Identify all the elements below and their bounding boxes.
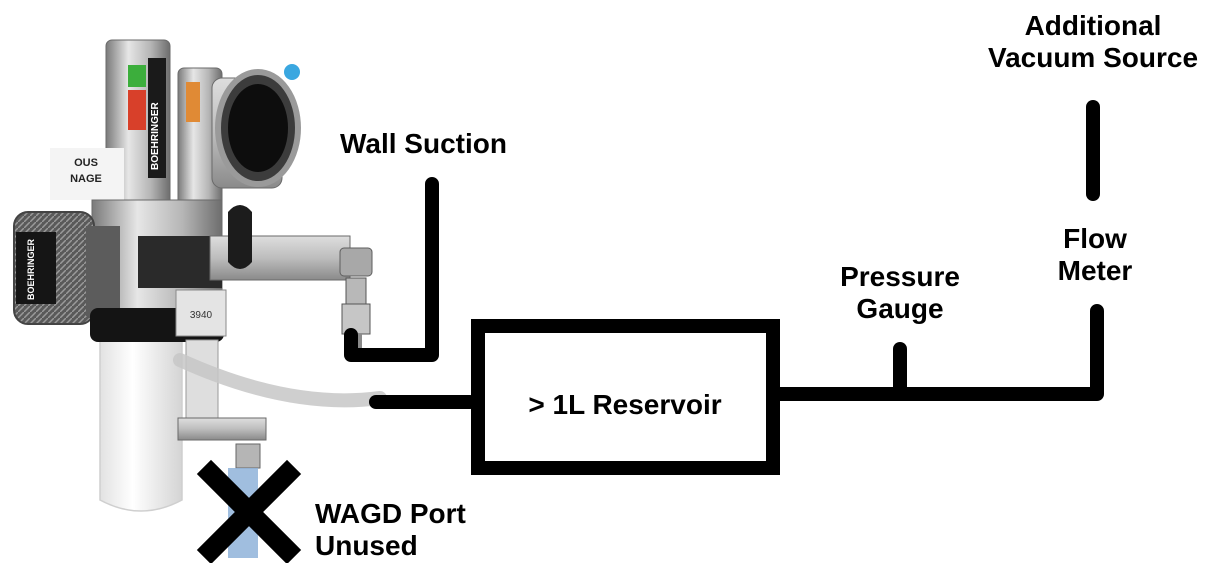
flow-meter-label: Flow Meter bbox=[1030, 223, 1160, 287]
pressure-gauge-label: Pressure Gauge bbox=[820, 261, 980, 325]
brand-label-2: BOEHRINGER bbox=[26, 238, 36, 300]
unused-x-mark-icon bbox=[196, 459, 302, 563]
wall-suction-text: Wall Suction bbox=[340, 128, 507, 159]
additional-vacuum-text-2: Vacuum Source bbox=[987, 42, 1199, 73]
brand-plate bbox=[148, 58, 166, 178]
side-panel: OUS NAGE bbox=[50, 148, 124, 200]
model-number: 3940 bbox=[190, 310, 213, 321]
panel-text-2: NAGE bbox=[70, 173, 102, 185]
reservoir-outlet-line bbox=[771, 304, 1104, 401]
additional-vacuum-label: Additional Vacuum Source bbox=[968, 10, 1218, 74]
brand-label-1: BOEHRINGER bbox=[150, 101, 161, 170]
canister-collar: 3940 bbox=[90, 289, 227, 342]
wall-suction-label: Wall Suction bbox=[340, 128, 507, 160]
wall-suction-line bbox=[344, 177, 439, 362]
additional-vacuum-text-1: Additional bbox=[1024, 10, 1162, 41]
top-round-port bbox=[211, 64, 301, 189]
wagd-text-2: Unused bbox=[315, 530, 418, 561]
wagd-text-1: WAGD Port bbox=[315, 498, 466, 529]
red-indicator bbox=[128, 90, 146, 130]
reservoir-text: > 1L Reservoir bbox=[528, 389, 722, 420]
blue-cap bbox=[284, 64, 300, 80]
reservoir-label: > 1L Reservoir bbox=[500, 389, 750, 421]
pressure-gauge-text-1: Pressure bbox=[840, 261, 960, 292]
green-indicator bbox=[128, 65, 146, 87]
flow-meter-text-2: Meter bbox=[1057, 255, 1133, 286]
wagd-label: WAGD Port Unused bbox=[315, 498, 466, 562]
clear-tubing bbox=[173, 353, 387, 408]
reservoir-box bbox=[471, 319, 780, 475]
right-flowmeter bbox=[177, 339, 267, 441]
panel-text-1: OUS bbox=[74, 157, 98, 169]
knurled-knob: BOEHRINGER bbox=[13, 211, 120, 325]
flow-meter-text-1: Flow bbox=[1063, 223, 1127, 254]
collection-canister bbox=[99, 334, 183, 512]
pressure-gauge-text-2: Gauge bbox=[856, 293, 944, 324]
